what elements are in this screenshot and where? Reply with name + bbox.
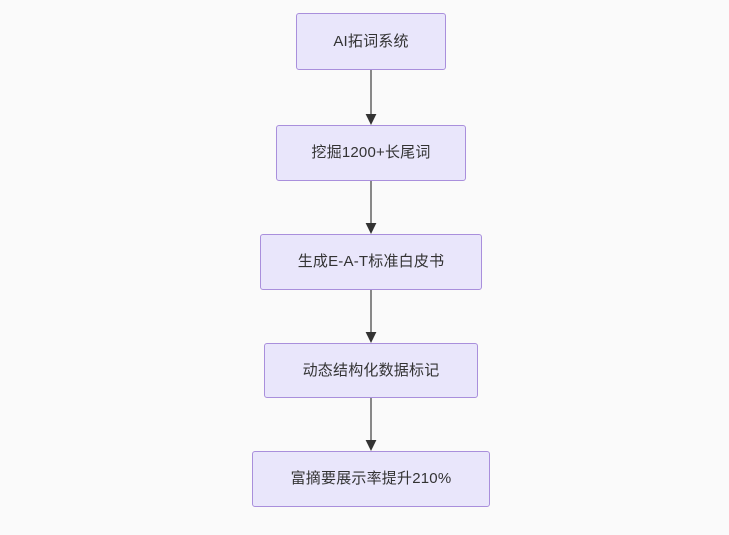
flow-node-generate-eat-whitepaper[interactable]: 生成E-A-T标准白皮书 xyxy=(260,234,482,290)
arrowhead-icon xyxy=(365,440,377,451)
arrowhead-icon xyxy=(365,332,377,343)
connector-node-3-to-node-4 xyxy=(361,290,381,343)
arrowhead-icon xyxy=(365,223,377,234)
arrowhead-icon xyxy=(365,114,377,125)
connector-node-2-to-node-3 xyxy=(361,181,381,234)
flow-node-label: 生成E-A-T标准白皮书 xyxy=(297,253,445,270)
flow-node-label: 挖掘1200+长尾词 xyxy=(311,144,431,161)
flow-node-label: 富摘要展示率提升210% xyxy=(290,470,452,487)
flow-node-label: AI拓词系统 xyxy=(333,32,409,50)
flow-node-label: 动态结构化数据标记 xyxy=(302,361,440,379)
flow-node-dynamic-structured-data-markup[interactable]: 动态结构化数据标记 xyxy=(264,343,478,398)
connector-node-4-to-node-5 xyxy=(361,398,381,451)
flow-node-rich-snippet-impression-lift[interactable]: 富摘要展示率提升210% xyxy=(252,451,490,507)
flow-node-ai-keyword-system[interactable]: AI拓词系统 xyxy=(296,13,446,70)
connector-node-1-to-node-2 xyxy=(361,70,381,125)
flow-node-mine-longtail-keywords[interactable]: 挖掘1200+长尾词 xyxy=(276,125,466,181)
